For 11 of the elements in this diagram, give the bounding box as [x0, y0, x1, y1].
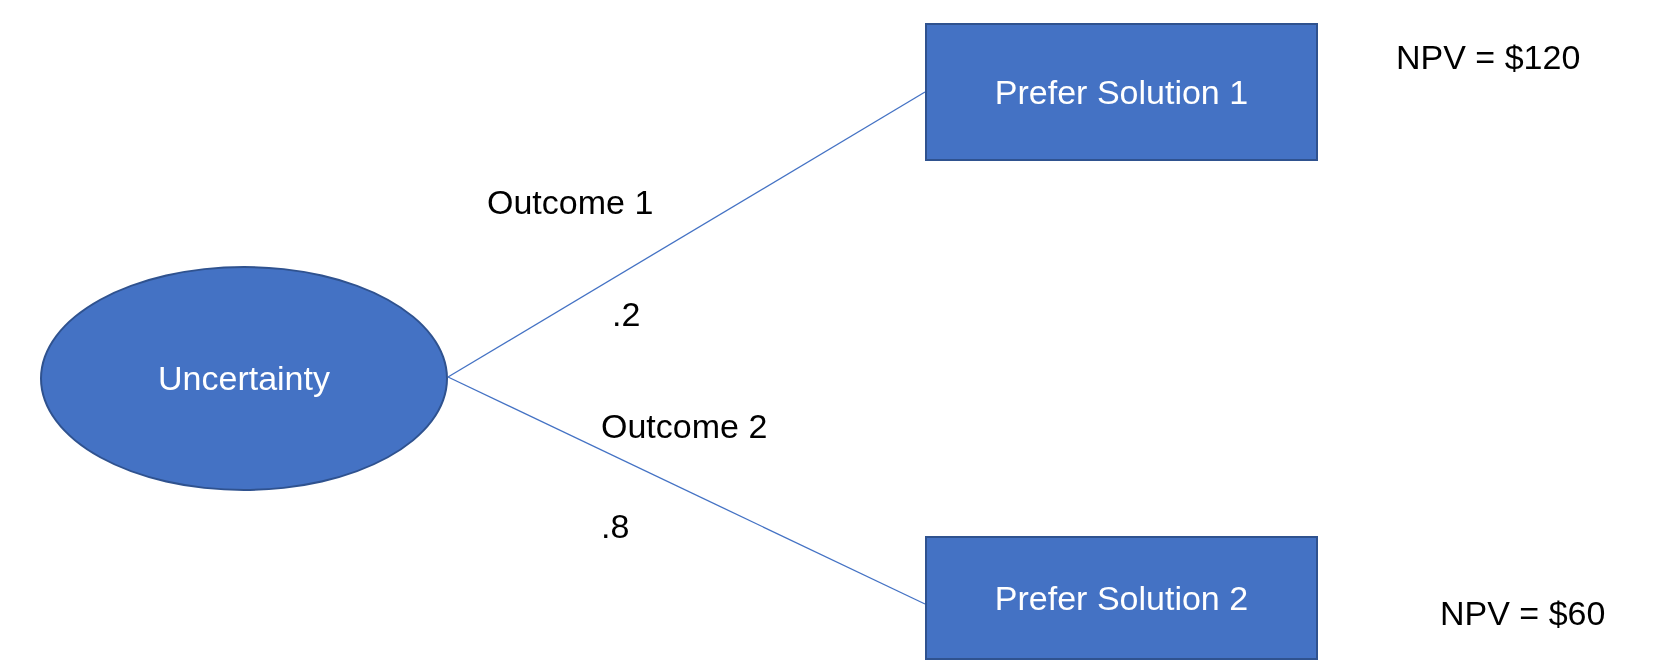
node-label: Prefer Solution 1: [994, 72, 1249, 112]
probability-label: .8: [601, 507, 630, 546]
npv-value: NPV = $60: [1440, 594, 1606, 633]
branch-line: [447, 376, 926, 605]
probability-label: .2: [612, 295, 641, 334]
outcome-box: [925, 23, 1318, 161]
node-label: Uncertainty: [158, 359, 330, 398]
branch-line: [447, 91, 926, 378]
npv-value: NPV = $120: [1396, 38, 1581, 77]
node-label: Prefer Solution 2: [994, 578, 1249, 618]
outcome-box: [925, 536, 1318, 660]
